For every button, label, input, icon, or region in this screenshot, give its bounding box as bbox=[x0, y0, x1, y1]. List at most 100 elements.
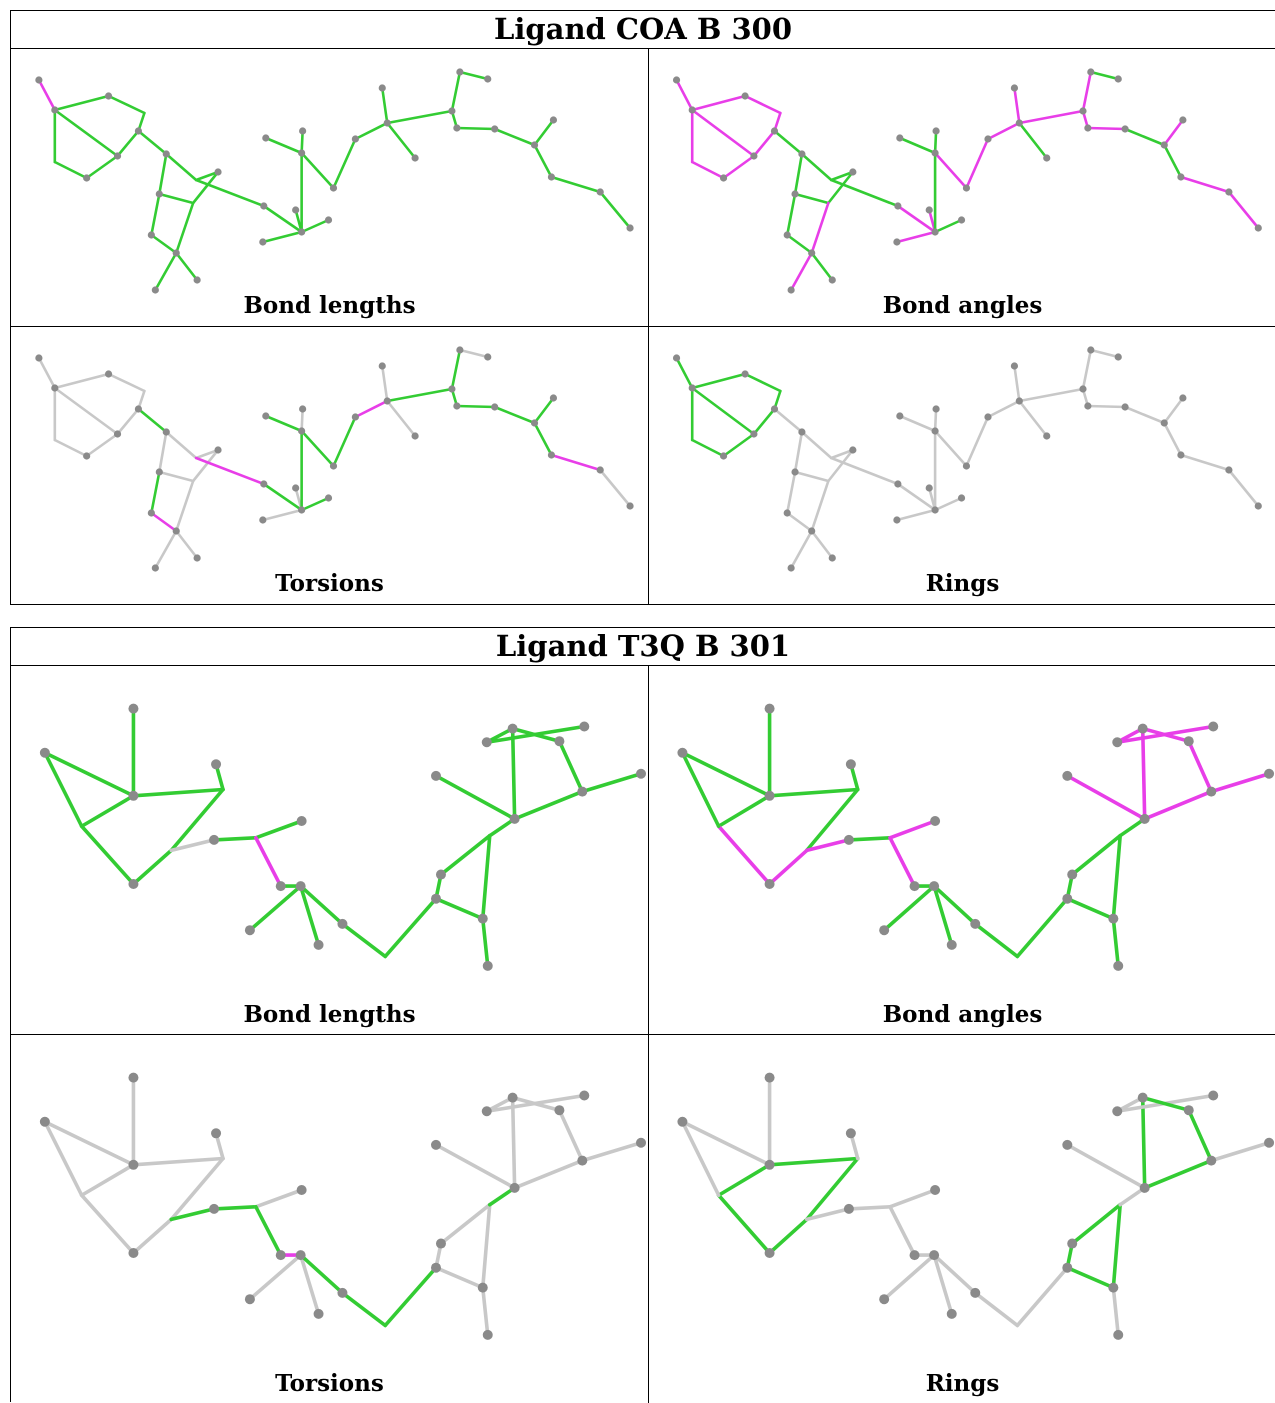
bond bbox=[169, 787, 225, 853]
atom bbox=[925, 206, 933, 214]
atom bbox=[932, 405, 940, 413]
bond bbox=[767, 1217, 809, 1255]
atom bbox=[507, 723, 518, 734]
atom bbox=[1079, 385, 1087, 393]
atom bbox=[787, 564, 795, 572]
atom bbox=[128, 879, 139, 889]
atom bbox=[931, 149, 939, 157]
bond bbox=[598, 468, 632, 508]
atom bbox=[209, 834, 220, 845]
panel-torsions: Torsions bbox=[11, 326, 648, 604]
atom bbox=[1206, 786, 1217, 797]
atom bbox=[1043, 154, 1051, 162]
bond bbox=[793, 152, 804, 196]
bond bbox=[154, 529, 178, 570]
bond bbox=[248, 884, 303, 933]
atom bbox=[430, 1139, 441, 1150]
panel-rings: Rings bbox=[648, 1034, 1275, 1403]
bond bbox=[1162, 143, 1183, 179]
bond bbox=[896, 482, 937, 512]
bond bbox=[434, 774, 517, 821]
molecule-diagram bbox=[677, 1072, 1275, 1340]
atom bbox=[214, 446, 222, 454]
bond bbox=[194, 448, 220, 460]
atom bbox=[430, 893, 441, 904]
atom bbox=[984, 413, 992, 421]
atom bbox=[453, 124, 461, 132]
bond bbox=[300, 218, 330, 234]
atom bbox=[1062, 1262, 1073, 1273]
bond bbox=[773, 129, 804, 156]
atom bbox=[351, 413, 359, 421]
bond bbox=[793, 470, 830, 483]
panel-torsions: Torsions bbox=[11, 1034, 648, 1403]
atom bbox=[688, 384, 696, 392]
atom bbox=[1183, 736, 1194, 747]
bond bbox=[434, 1265, 485, 1290]
atom bbox=[128, 1072, 139, 1083]
bond bbox=[261, 508, 303, 522]
bond bbox=[752, 129, 776, 158]
bond bbox=[933, 151, 968, 190]
atom bbox=[456, 68, 464, 76]
bond bbox=[79, 824, 136, 886]
bond bbox=[450, 348, 462, 391]
bond bbox=[450, 70, 462, 113]
bond bbox=[785, 233, 813, 255]
bond bbox=[169, 1207, 216, 1222]
atom bbox=[295, 1250, 306, 1261]
bond bbox=[300, 496, 330, 512]
bond bbox=[800, 430, 833, 460]
atom bbox=[482, 960, 493, 971]
panel-bond-lengths: Bond lengths bbox=[11, 49, 648, 326]
atom bbox=[292, 484, 300, 492]
atom bbox=[435, 1238, 446, 1249]
panel-caption: Torsions bbox=[275, 1370, 384, 1397]
atom bbox=[378, 362, 386, 370]
bond bbox=[690, 94, 747, 112]
bond bbox=[254, 819, 304, 840]
atom bbox=[636, 768, 647, 779]
atom bbox=[35, 76, 43, 84]
atom bbox=[1043, 432, 1051, 440]
bond bbox=[174, 251, 199, 282]
bond bbox=[264, 414, 303, 433]
bond bbox=[194, 178, 266, 208]
bond bbox=[385, 121, 417, 160]
atom bbox=[750, 152, 758, 160]
bond bbox=[1227, 190, 1260, 230]
atom bbox=[383, 397, 391, 405]
bond bbox=[722, 154, 756, 180]
bond bbox=[383, 896, 438, 959]
bond bbox=[458, 348, 490, 359]
bond bbox=[580, 771, 643, 794]
molecule-diagram bbox=[35, 68, 634, 294]
bond bbox=[789, 529, 813, 570]
atom bbox=[719, 452, 728, 460]
bond bbox=[487, 1186, 517, 1207]
atom bbox=[298, 228, 306, 236]
atom bbox=[39, 747, 50, 758]
atom bbox=[244, 1294, 255, 1305]
bond bbox=[1209, 1140, 1271, 1163]
atom bbox=[909, 1250, 920, 1261]
atom bbox=[147, 231, 155, 239]
atom bbox=[128, 703, 139, 714]
bond bbox=[716, 824, 772, 886]
atom bbox=[260, 202, 268, 210]
atom bbox=[482, 1329, 493, 1340]
bond bbox=[752, 407, 776, 436]
bond bbox=[785, 192, 797, 237]
atom bbox=[636, 1137, 647, 1148]
atom bbox=[244, 925, 255, 936]
bond bbox=[743, 94, 782, 115]
atom bbox=[929, 1250, 940, 1261]
atom bbox=[172, 249, 180, 257]
bond bbox=[174, 201, 195, 255]
bond bbox=[557, 1108, 585, 1163]
bond bbox=[932, 884, 978, 926]
atom bbox=[783, 231, 791, 239]
bond bbox=[973, 1291, 1020, 1328]
bond bbox=[1065, 896, 1116, 921]
bond bbox=[690, 108, 756, 158]
